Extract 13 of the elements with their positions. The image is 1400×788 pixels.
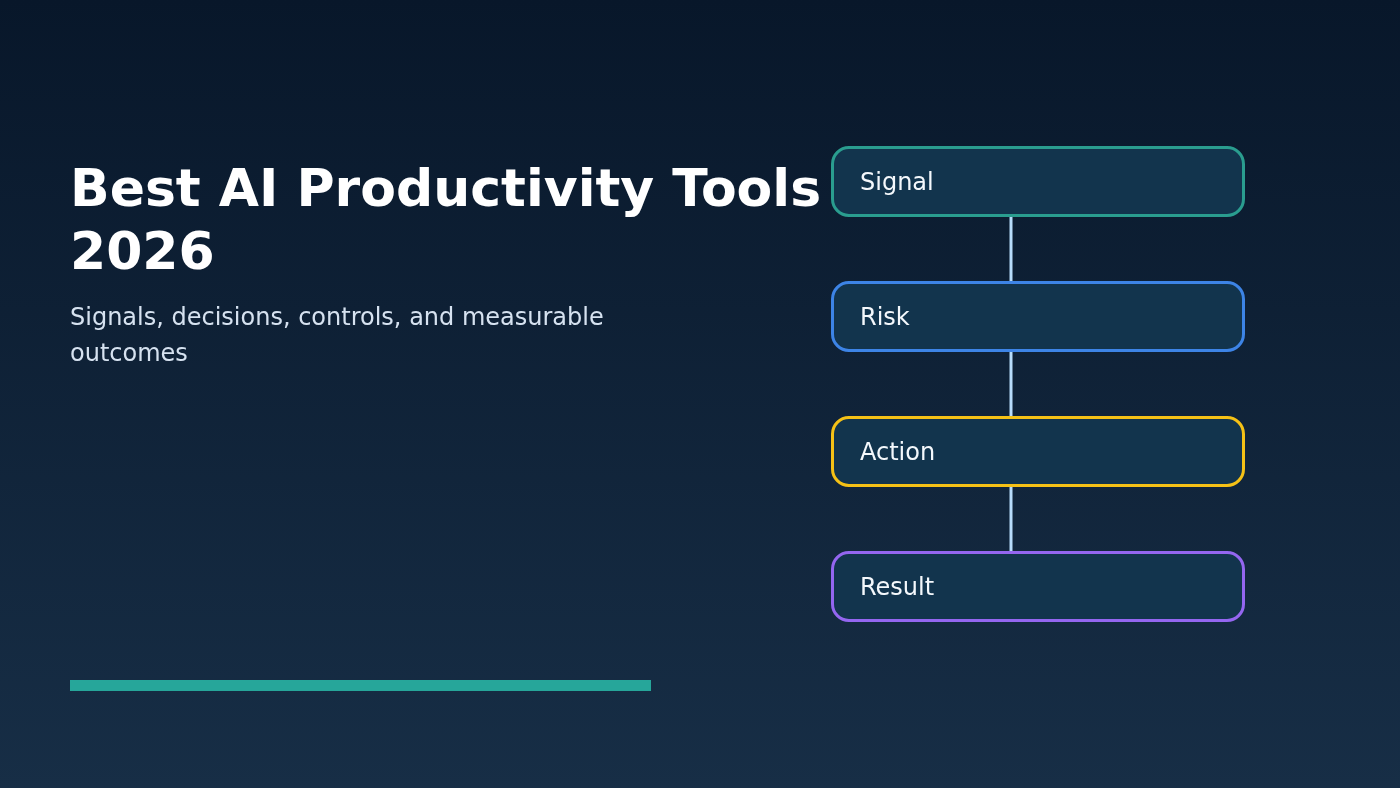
process-box: [831, 146, 1245, 217]
node-label: Risk: [860, 301, 910, 332]
process-box: [831, 416, 1245, 487]
node-label: Signal: [860, 166, 934, 197]
connector-line: [1009, 352, 1013, 416]
process-box: [831, 551, 1245, 622]
node-label: Action: [860, 436, 936, 467]
title: Best AI Productivity Tools 2026: [70, 157, 823, 283]
node-label: Result: [860, 571, 935, 602]
connector-line: [1009, 487, 1013, 551]
subtitle: Signals, decisions, controls, and measurable outcomes: [70, 302, 605, 369]
process-box: [831, 281, 1245, 352]
connector-line: [1009, 217, 1013, 281]
